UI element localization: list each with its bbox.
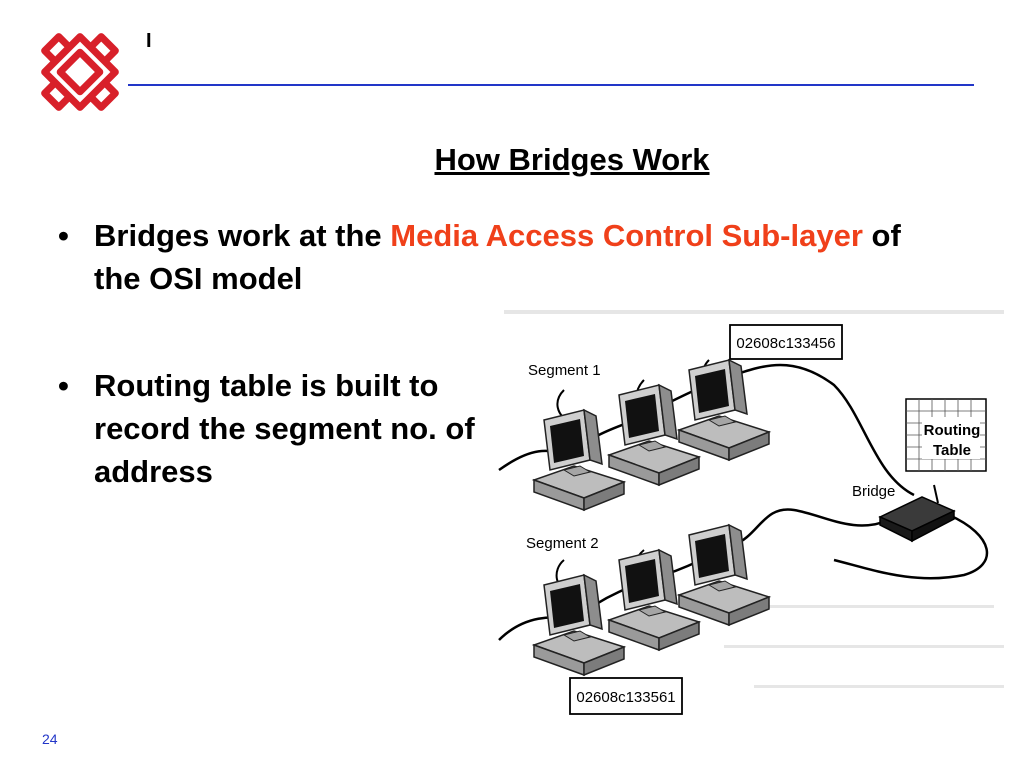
bullet-text-part: Bridges work at the bbox=[94, 218, 391, 253]
bridge-device-icon bbox=[878, 496, 956, 543]
paper-texture bbox=[504, 310, 1004, 688]
bullet-highlight: Media Access Control Sub-layer bbox=[390, 218, 863, 253]
segment-2-computer bbox=[678, 524, 770, 626]
address-top-label: 02608c133456 bbox=[736, 335, 835, 352]
bullet-item: • Bridges work at the Media Access Contr… bbox=[58, 214, 928, 300]
bullet-text-part: of the OSI model bbox=[94, 218, 901, 296]
university-logo-icon bbox=[41, 33, 119, 111]
page-number: 24 bbox=[42, 731, 58, 747]
address-box-top bbox=[729, 324, 843, 360]
bridge-label: Bridge bbox=[852, 483, 895, 500]
slide-title: How Bridges Work bbox=[434, 142, 710, 177]
header-divider bbox=[128, 84, 974, 86]
segment-1-computer bbox=[678, 359, 770, 461]
bullet-text: Bridges work at the Media Access Control… bbox=[94, 214, 928, 300]
routing-table-label: Routing bbox=[924, 422, 981, 439]
address-bottom-label: 02608c133561 bbox=[576, 689, 675, 706]
routing-table-label: Table bbox=[933, 442, 971, 459]
bridge-network-diagram: 02608c133456 02608c133561 Segment 1 Segm… bbox=[498, 310, 1004, 715]
segment-2-label: Segment 2 bbox=[526, 535, 599, 552]
segment-1-label: Segment 1 bbox=[528, 362, 601, 379]
header-mark: I bbox=[146, 30, 152, 52]
routing-table-grid bbox=[905, 398, 987, 472]
bullet-marker: • bbox=[58, 368, 69, 403]
bullet-text: Routing table is built to record the seg… bbox=[94, 368, 475, 489]
address-box-bottom bbox=[569, 677, 683, 715]
bullet-item: • Routing table is built to record the s… bbox=[58, 364, 478, 493]
bullet-marker: • bbox=[58, 218, 69, 253]
